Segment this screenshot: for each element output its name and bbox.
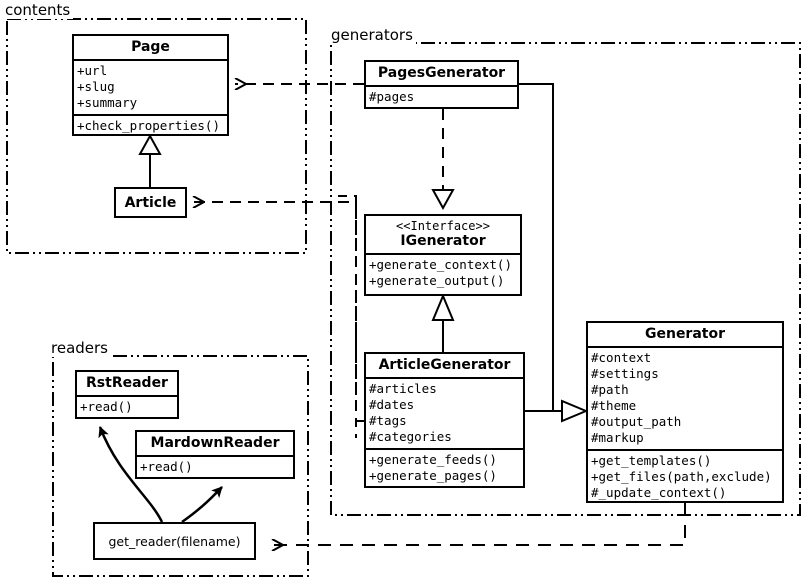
class-box-article[interactable]: Article [114,187,187,218]
package-border-readers [52,355,309,577]
generalization-triangle-generator [561,399,589,423]
attribute-theme: #theme [591,398,637,413]
package-label-generators: generators [330,26,416,44]
relationship-getreader-creates-rstreader [98,426,164,523]
relationship-getreader-creates-mardownreader [181,486,223,524]
method-read-mardown: +read() [140,459,193,474]
attribute-slug: +slug [77,79,115,94]
class-box-article-generator[interactable]: ArticleGenerator #articles #dates #tags … [364,352,525,488]
attribute-settings: #settings [591,366,659,381]
attribute-context: #context [591,350,652,365]
class-methods-article-generator: +generate_feeds() +generate_pages() [366,448,523,487]
class-box-generator[interactable]: Generator #context #settings #path #them… [586,321,784,503]
class-attributes-generator: #context #settings #path #theme #output_… [588,346,782,449]
function-box-get-reader[interactable]: get_reader(filename) [93,522,256,560]
method-generate-output: +generate_output() [369,273,505,288]
generalization-triangle-article-page [138,133,162,155]
relationship-generator-uses-getreader [272,503,686,545]
class-methods-igenerator: +generate_context() +generate_output() [366,253,520,292]
method-generate-pages: +generate_pages() [369,468,497,483]
attribute-pages: #pages [369,89,415,104]
method-update-context: #_update_context() [591,485,727,500]
attribute-path: #path [591,382,629,397]
class-methods-generator: +get_templates() +get_files(path,exclude… [588,449,782,504]
attribute-summary: +summary [77,95,138,110]
package-inner-guide-generators [338,195,357,438]
package-label-contents: contents [4,1,74,19]
relationship-articlegenerator-uses-article [193,202,364,422]
method-read-rst: +read() [80,399,133,414]
class-attributes-article-generator: #articles #dates #tags #categories [366,377,523,448]
class-methods-rst-reader: +read() [77,395,177,418]
package-border-contents [6,18,307,254]
package-label-readers: readers [50,339,111,357]
method-generate-context: +generate_context() [369,257,512,272]
class-box-page[interactable]: Page +url +slug +summary +check_properti… [72,34,229,136]
class-box-igenerator[interactable]: <<Interface>> IGenerator +generate_conte… [364,214,522,296]
attribute-output-path: #output_path [591,414,682,429]
attribute-articles: #articles [369,381,437,396]
method-get-templates: +get_templates() [591,453,712,468]
class-name-igenerator: IGenerator [400,233,486,249]
class-box-pages-generator[interactable]: PagesGenerator #pages [364,60,519,109]
class-stereotype-igenerator: <<Interface>> [396,219,490,233]
method-get-files: +get_files(path,exclude) [591,469,772,484]
attribute-url: +url [77,63,108,78]
attribute-markup: #markup [591,430,644,445]
generalization-triangle-articlegenerator-igenerator [431,293,455,321]
class-box-mardown-reader[interactable]: MardownReader +read() [135,430,295,479]
function-label-get-reader: get_reader(filename) [108,533,241,549]
attribute-tags: #tags [369,413,407,428]
realization-triangle-pagesgenerator-igenerator [431,189,455,211]
class-name-article-generator: ArticleGenerator [378,357,511,373]
method-generate-feeds: +generate_feeds() [369,452,497,467]
attribute-categories: #categories [369,429,452,444]
class-name-mardown-reader: MardownReader [150,435,280,451]
class-name-pages-generator: PagesGenerator [377,65,506,81]
class-name-generator: Generator [644,326,725,342]
class-methods-page: +check_properties() [74,114,227,137]
class-methods-mardown-reader: +read() [137,455,293,478]
class-box-rst-reader[interactable]: RstReader +read() [75,370,179,419]
method-check-properties: +check_properties() [77,118,220,133]
class-name-page: Page [131,39,170,55]
relationship-pagesgenerator-extends-generator [519,83,554,411]
class-name-article: Article [124,194,177,211]
attribute-dates: #dates [369,397,415,412]
class-attributes-page: +url +slug +summary [74,59,227,114]
package-border-generators [330,42,801,516]
class-name-rst-reader: RstReader [86,375,168,391]
class-attributes-pages-generator: #pages [366,85,517,108]
